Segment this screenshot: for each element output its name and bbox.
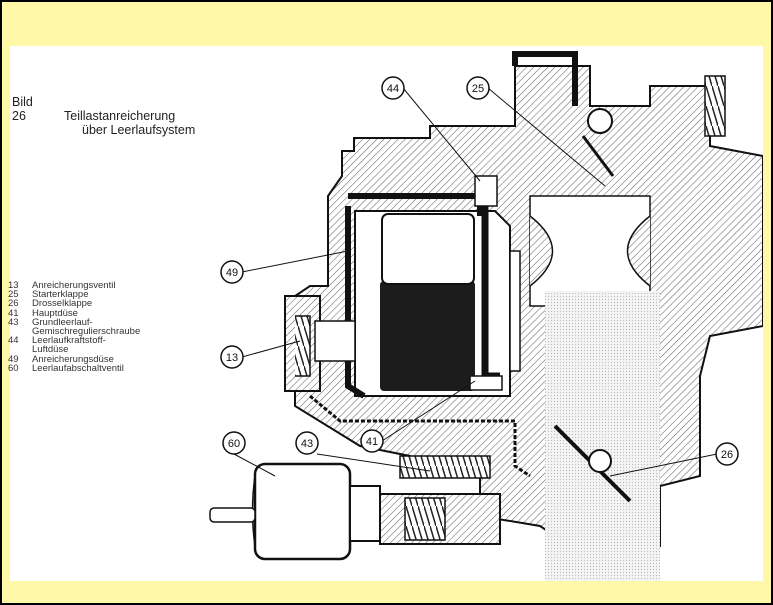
- figure-number: Bild 26: [12, 95, 33, 123]
- legend-row: Luftdüse: [32, 344, 69, 356]
- fuel-level: [380, 281, 475, 391]
- svg-text:13: 13: [226, 352, 238, 364]
- carburetor-cross-section: 44 25 49 13 41: [209, 51, 763, 581]
- callout-60: 60: [222, 431, 276, 477]
- choke-plate: [581, 135, 615, 177]
- figure-title-line1: Teillastanreicherung: [64, 109, 176, 123]
- svg-text:43: 43: [301, 438, 313, 450]
- callout-13: 13: [220, 340, 301, 369]
- callout-26: 26: [609, 442, 739, 477]
- carburetor-body: [284, 51, 763, 581]
- callout-49: 49: [220, 250, 349, 284]
- callout-25: 25: [466, 76, 606, 187]
- svg-text:26: 26: [721, 449, 733, 461]
- svg-text:44: 44: [387, 83, 399, 95]
- callout-41: 41: [360, 380, 476, 453]
- svg-text:25: 25: [472, 83, 484, 95]
- float: [381, 213, 475, 285]
- diagram-plate: 44 25 49 13 41: [10, 46, 763, 581]
- figure-title-line2: über Leerlaufsystem: [82, 123, 196, 137]
- svg-text:60: 60: [228, 438, 240, 450]
- figure-caption: Bild 26 Teillastanreicherung über Leerlau…: [12, 95, 195, 137]
- legend-row: Gemischregulierschraube: [32, 326, 141, 338]
- svg-text:41: 41: [366, 436, 378, 448]
- callout-43: 43: [295, 431, 431, 472]
- idle-shutoff-solenoid: [209, 462, 381, 561]
- svg-text:49: 49: [226, 267, 238, 279]
- callout-44: 44: [381, 76, 481, 182]
